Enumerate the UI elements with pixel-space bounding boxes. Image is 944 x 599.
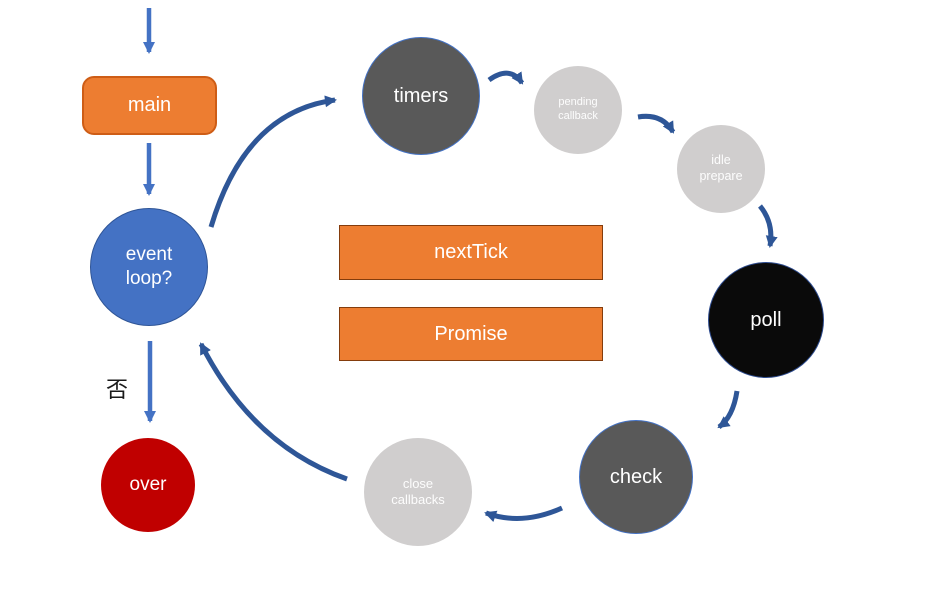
node-timers: timers: [362, 37, 480, 155]
node-main: main: [82, 76, 217, 135]
node-idle-prepare: idle prepare: [677, 125, 765, 213]
arrow-poll-to-check: [717, 390, 740, 430]
node-poll-label: poll: [750, 308, 782, 331]
arrow-timers-to-pending-callback: [487, 70, 525, 85]
node-close-callbacks-label: close callbacks: [391, 475, 445, 507]
node-over: over: [101, 438, 195, 532]
no-branch-label: 否: [106, 377, 129, 402]
node-event-loop-label: event loop?: [125, 244, 173, 289]
node-idle-prepare-label: idle prepare: [699, 153, 743, 183]
node-over-label: over: [129, 474, 167, 496]
arrow-close-callbacks-to-event-loop: [198, 342, 348, 482]
arrow-idle-prepare-to-poll: [758, 204, 778, 248]
node-timers-label: timers: [393, 84, 449, 107]
node-pending-callback-label: pending callback: [558, 96, 598, 122]
node-next-tick: nextTick: [339, 225, 603, 280]
node-pending-callback: pending callback: [534, 66, 622, 154]
node-close-callbacks: close callbacks: [364, 438, 472, 546]
node-promise-label: Promise: [434, 322, 508, 345]
node-check-label: check: [609, 465, 663, 488]
node-next-tick-label: nextTick: [434, 241, 508, 263]
node-event-loop: event loop?: [90, 208, 208, 326]
node-poll: poll: [708, 262, 824, 378]
arrow-event-loop-to-timers: [208, 95, 337, 228]
arrow-pending-callback-to-idle-prepare: [637, 113, 676, 134]
node-promise: Promise: [339, 307, 603, 361]
node-check: check: [579, 420, 693, 534]
arrow-check-to-close-callbacks: [484, 505, 564, 523]
node-main-label: main: [127, 94, 172, 116]
